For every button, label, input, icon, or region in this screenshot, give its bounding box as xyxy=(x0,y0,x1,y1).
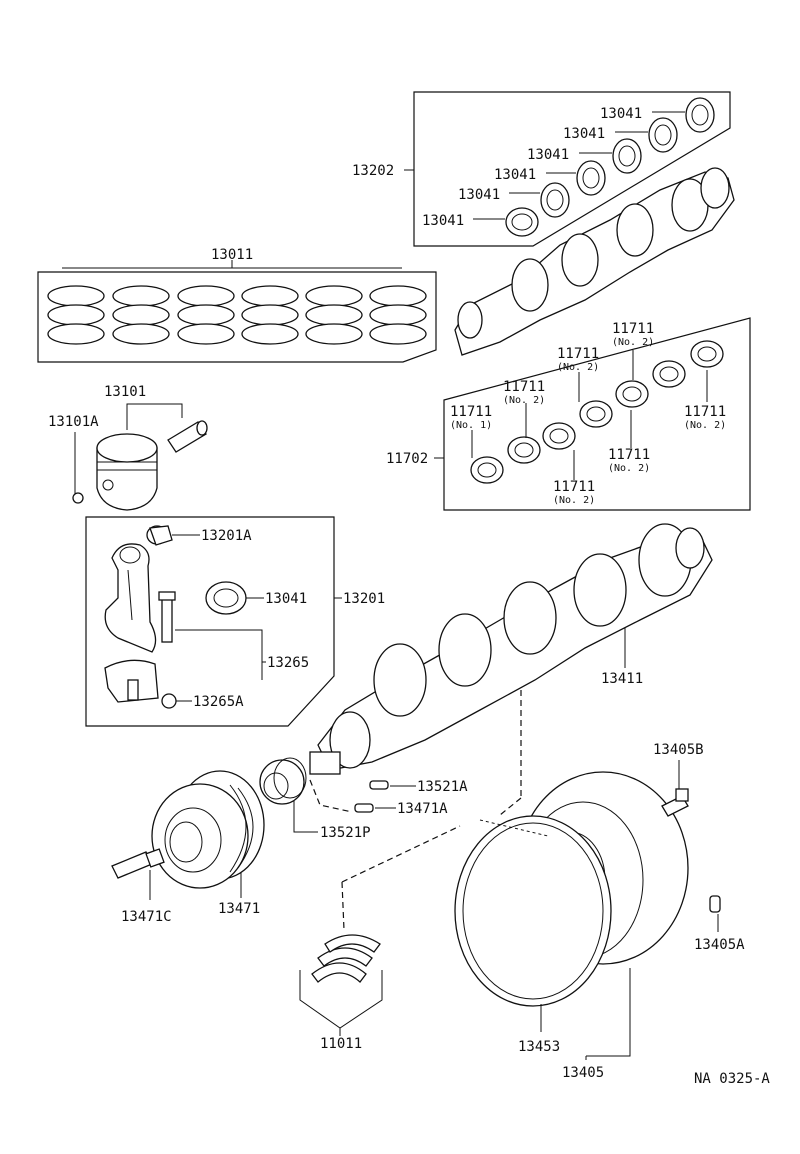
bearing-shell-11711 xyxy=(690,340,724,368)
label-13041: 13041 xyxy=(265,591,307,607)
thrust-washer-set-11011 xyxy=(299,934,383,1029)
label-13011: 13011 xyxy=(211,247,253,263)
bearing-set-13202-group: 13041 13041 13041 13041 13041 13041 1320… xyxy=(352,91,731,247)
label-11711-no2: (No. 2) xyxy=(503,395,545,406)
connecting-rod xyxy=(104,543,157,653)
label-11711-no2: (No. 2) xyxy=(557,362,599,373)
flywheel-bolt-13405B xyxy=(661,788,689,817)
rod-cap xyxy=(104,659,159,703)
piston xyxy=(96,433,158,511)
label-11711-no2: (No. 2) xyxy=(553,495,595,506)
label-13411: 13411 xyxy=(601,671,643,687)
crankshaft-pulley-13471 xyxy=(151,770,265,889)
connecting-rod-bearing xyxy=(205,581,247,615)
ring-gear-13453 xyxy=(454,815,612,1007)
label-11711: 11711 xyxy=(503,379,545,395)
label-11711-no2: (No. 2) xyxy=(612,337,654,348)
label-13471: 13471 xyxy=(218,901,260,917)
bearing-shell-11711 xyxy=(579,400,613,428)
label-11711: 11711 xyxy=(684,404,726,420)
label-13201A: 13201A xyxy=(201,528,252,544)
label-13101: 13101 xyxy=(104,384,146,400)
timing-gear-13521P xyxy=(259,757,307,805)
bearing-shell-11711 xyxy=(615,380,649,408)
piston-ring-set xyxy=(305,285,363,345)
label-11711-no2: (No. 2) xyxy=(608,463,650,474)
group-bracket-13201 xyxy=(85,516,335,727)
label-13265A: 13265A xyxy=(193,694,244,710)
label-13202: 13202 xyxy=(352,163,394,179)
label-11711: 11711 xyxy=(612,321,654,337)
piston-ring-set xyxy=(369,285,427,345)
pulley-bolt-13471C xyxy=(111,848,165,879)
label-11711-no1: (No. 1) xyxy=(450,420,492,431)
bearing-shell-13041 xyxy=(576,160,606,196)
dashed-leader xyxy=(499,797,522,816)
label-11711: 11711 xyxy=(450,404,492,420)
bearing-shell-13041 xyxy=(612,138,642,174)
label-11011: 11011 xyxy=(320,1036,362,1052)
label-11711-no2: (No. 2) xyxy=(684,420,726,431)
label-13471A: 13471A xyxy=(397,801,448,817)
label-11711: 11711 xyxy=(557,346,599,362)
crankshaft-main-illustration xyxy=(309,523,713,775)
label-11711: 11711 xyxy=(608,447,650,463)
main-bearing-set-11702-group: 11702 11711 (No. 2) 11711 (No. 2) 11711 … xyxy=(386,317,751,511)
dashed-leader xyxy=(341,881,345,931)
bearing-shell-13041-top xyxy=(685,97,715,133)
dowel-pin-13405A xyxy=(709,895,721,913)
dashed-leader xyxy=(341,825,461,883)
label-13041: 13041 xyxy=(527,147,569,163)
label-13265: 13265 xyxy=(267,655,309,671)
label-11711: 11711 xyxy=(553,479,595,495)
bearing-shell-11711 xyxy=(542,422,576,450)
diagram-reference-code: NA 0325-A xyxy=(694,1071,770,1087)
bearing-shell-13041 xyxy=(648,117,678,153)
piston-ring-set xyxy=(112,285,170,345)
piston-13101-group: 13101 13101A xyxy=(48,384,208,511)
piston-pin xyxy=(167,420,208,453)
piston-ring-set xyxy=(47,285,105,345)
label-13405: 13405 xyxy=(562,1065,604,1081)
label-13201: 13201 xyxy=(343,591,385,607)
label-11702: 11702 xyxy=(386,451,428,467)
crankshaft-upper-illustration xyxy=(454,167,735,356)
label-13041: 13041 xyxy=(458,187,500,203)
piston-ring-set xyxy=(241,285,299,345)
crank-key-13521A xyxy=(369,780,389,790)
label-13471C: 13471C xyxy=(121,909,172,925)
snap-ring xyxy=(72,492,84,504)
label-13041: 13041 xyxy=(600,106,642,122)
piston-ring-set-13011-group: 13011 xyxy=(37,247,437,363)
bearing-shell-11711 xyxy=(470,456,504,484)
label-13521A: 13521A xyxy=(417,779,468,795)
dashed-leader xyxy=(309,779,353,813)
label-13101A: 13101A xyxy=(48,414,99,430)
label-13041: 13041 xyxy=(563,126,605,142)
group-bracket-11702 xyxy=(443,317,751,511)
bearing-shell-11711 xyxy=(507,436,541,464)
rod-nut xyxy=(161,693,177,709)
group-bracket-13011 xyxy=(37,271,437,363)
label-13041: 13041 xyxy=(422,213,464,229)
bearing-shell-11711 xyxy=(652,360,686,388)
rod-bolt xyxy=(158,591,176,643)
crank-key-13471A xyxy=(354,803,374,813)
group-bracket-13202 xyxy=(413,91,731,247)
piston-ring-set xyxy=(177,285,235,345)
label-13041: 13041 xyxy=(494,167,536,183)
bearing-shell-13041-bottom xyxy=(505,207,539,237)
small-end-bushing xyxy=(146,525,173,546)
bearing-shell-13041 xyxy=(540,182,570,218)
label-13405B: 13405B xyxy=(653,742,704,758)
label-13521P: 13521P xyxy=(320,825,371,841)
label-13405A: 13405A xyxy=(694,937,745,953)
label-13453: 13453 xyxy=(518,1039,560,1055)
connecting-rod-13201-group: 13201 13201A 13041 13265 xyxy=(85,516,385,727)
